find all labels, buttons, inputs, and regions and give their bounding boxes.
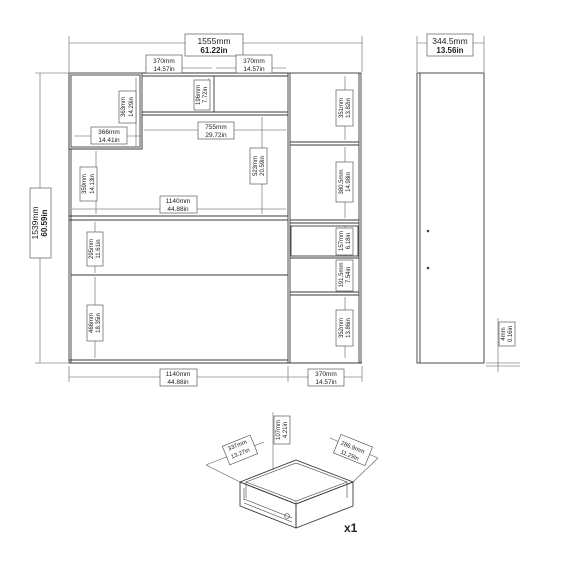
cubby-2-mm: 370mm: [243, 58, 265, 65]
cubby-1-in: 14.57in: [153, 66, 175, 73]
right-col-5-mm: 352mm: [339, 318, 345, 338]
left-open-height-in: 14.13in: [90, 174, 96, 194]
lower-left-2-mm: 466mm: [89, 313, 95, 333]
right-col-3-mm: 157mm: [339, 231, 345, 251]
desk-outline: [68, 72, 362, 364]
overall-width-mm: 1555mm: [197, 36, 230, 46]
right-col-1-mm: 351mm: [339, 98, 345, 118]
right-col-4-mm: 191.5mm: [339, 262, 345, 287]
left-box-height-mm: 363mm: [121, 97, 127, 117]
drawer-height-in: 4.21in: [283, 422, 289, 438]
hinge-dot-upper: [426, 229, 430, 233]
mid-shelf-height-in: 20.59in: [260, 156, 266, 176]
drawer-view: 337mm 13.27in 107mm 4.21in 286.9mm 11.29…: [205, 412, 379, 535]
bottom-left-width-in: 44.88in: [167, 379, 189, 386]
side-depth-in: 13.56in: [436, 46, 463, 55]
overall-height-in: 60.59in: [40, 209, 49, 236]
drawer-height-mm: 107mm: [276, 420, 282, 440]
front-view: 1555mm 61.22in 1539mm 60.59in: [29, 33, 363, 387]
desk-width-in: 44.88in: [167, 206, 189, 213]
mid-shelf-height-mm: 523mm: [253, 156, 259, 176]
bottom-right-width-mm: 370mm: [315, 371, 337, 378]
drawer-quantity: x1: [344, 521, 358, 535]
left-open-height-mm: 359mm: [82, 174, 88, 194]
left-box-width-mm: 366mm: [98, 129, 120, 136]
right-col-4-in: 7.54in: [346, 267, 352, 283]
foot-height-mm: 4mm: [501, 327, 507, 340]
mid-shelf-width-in: 29.72in: [205, 132, 227, 139]
right-col-2-in: 14.98in: [346, 172, 352, 192]
overall-width-in: 61.22in: [200, 46, 227, 55]
lower-left-1-mm: 295mm: [89, 239, 95, 259]
left-box-height-in: 14.29in: [129, 97, 135, 117]
foot-height-in: 0.16in: [508, 326, 514, 342]
cubby-1-mm: 370mm: [153, 58, 175, 65]
top-shelf-height-mm: 196mm: [196, 85, 202, 105]
mid-shelf-width-mm: 755mm: [205, 124, 227, 131]
cubby-2-in: 14.57in: [243, 66, 265, 73]
side-depth-mm: 344.5mm: [432, 36, 467, 46]
right-col-2-mm: 380.5mm: [339, 169, 345, 194]
lower-left-2-in: 18.35in: [96, 313, 102, 333]
desk-width-mm: 1140mm: [166, 198, 191, 205]
overall-height-mm: 1539mm: [30, 206, 40, 239]
right-col-3-in: 6.18in: [346, 233, 352, 249]
bottom-left-width-mm: 1140mm: [166, 371, 191, 378]
bottom-right-width-in: 14.57in: [315, 379, 337, 386]
left-box-width-in: 14.41in: [98, 137, 120, 144]
top-shelf-height-in: 7.72in: [203, 87, 209, 103]
lower-left-1-in: 11.61in: [96, 239, 102, 258]
hinge-dot-lower: [426, 266, 430, 270]
right-col-1-in: 13.82in: [346, 98, 352, 118]
right-col-5-in: 13.86in: [346, 318, 352, 338]
side-view: 344.5mm 13.56in 4mm 0.16in: [416, 33, 520, 372]
knob-icon: [284, 513, 290, 519]
